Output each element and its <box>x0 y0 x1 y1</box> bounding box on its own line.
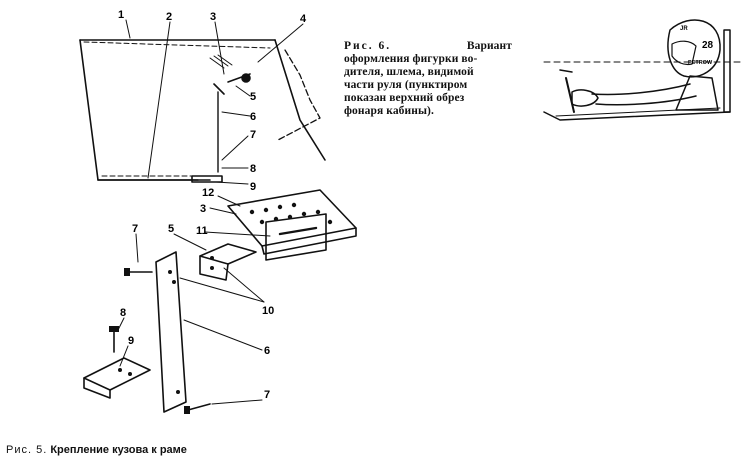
callout-8b: 8 <box>120 307 126 319</box>
figure-5-caption: Рис. 5. Крепление кузова к раме <box>6 444 187 456</box>
figure-5-text: Крепление кузова к раме <box>50 444 187 456</box>
callout-7: 7 <box>250 129 256 141</box>
figure-6-caption-line-5: показан верхний обрез <box>344 92 465 104</box>
figure-6-caption-line-2: оформления фигурки во- <box>344 53 478 65</box>
helmet-name: PETROW <box>688 60 713 66</box>
callout-3b: 3 <box>200 203 206 215</box>
callout-3: 3 <box>210 11 216 23</box>
callout-6: 6 <box>250 111 256 123</box>
figure-6-caption-line-4: части руля (пунктиром <box>344 79 468 91</box>
figure-6-caption-line-3: дителя, шлема, видимой <box>344 66 474 78</box>
callout-5: 5 <box>250 91 256 103</box>
callout-9b: 9 <box>128 335 134 347</box>
helmet-number: 28 <box>702 40 714 51</box>
figure-5-label: Рис. 5. <box>6 444 48 456</box>
figure-6-label: Рис. 6. <box>344 40 392 52</box>
figure-6-caption: Рис. 6. Вариант оформления фигурки во- д… <box>344 40 512 118</box>
callout-10: 10 <box>262 305 274 317</box>
callout-9: 9 <box>250 181 256 193</box>
callout-4: 4 <box>300 13 307 25</box>
callout-12: 12 <box>202 187 214 199</box>
callout-2: 2 <box>166 11 172 23</box>
callout-6b: 6 <box>264 345 270 357</box>
helmet-top-text: JR <box>680 26 688 32</box>
callout-8: 8 <box>250 163 256 175</box>
figure-6-caption-line-6: фонаря кабины). <box>344 105 434 117</box>
figure-6-text-1: Вариант <box>466 40 512 52</box>
figure-6-caption-line-1: Рис. 6. Вариант <box>344 40 512 53</box>
callout-7b: 7 <box>132 223 138 235</box>
callout-1: 1 <box>118 9 124 21</box>
callout-11: 11 <box>196 225 208 237</box>
callout-7c: 7 <box>264 389 270 401</box>
callout-5b: 5 <box>168 223 174 235</box>
